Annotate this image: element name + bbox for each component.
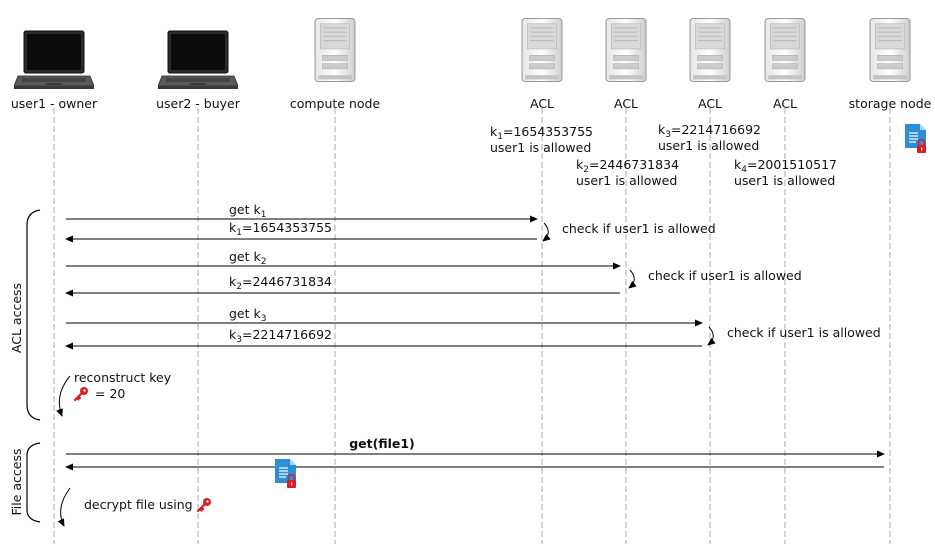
check-permission-label: check if user1 is allowed: [562, 221, 716, 236]
get-share-label: get k2: [229, 249, 266, 267]
file-access-messages: get(file1) decrypt file using: [57, 436, 885, 527]
file-access-bracket: [26, 442, 41, 523]
text-part: get k: [229, 202, 261, 217]
text-part: =2001510517: [747, 157, 837, 172]
share-permission-label: user1 is allowed: [734, 173, 835, 188]
key-icon: [73, 386, 89, 402]
text-part: =2446731834: [242, 274, 332, 289]
actor-label: user1 - owner: [11, 96, 98, 111]
subscript: 2: [583, 165, 589, 175]
subscript: 3: [236, 335, 242, 345]
text-part: =2214716692: [671, 122, 761, 137]
get-file-label: get(file1): [349, 436, 415, 451]
subscript: 2: [261, 257, 267, 267]
text-part: k: [229, 220, 237, 235]
return-share-label: k3=2214716692: [229, 327, 332, 345]
share-permission-label: user1 is allowed: [576, 173, 677, 188]
get-share-label: get k3: [229, 306, 266, 324]
laptop-icon: [14, 30, 94, 90]
subscript: 3: [665, 130, 671, 140]
text-part: k: [490, 124, 498, 139]
reconstruct-label: reconstruct key: [74, 370, 172, 385]
subscript: 3: [261, 314, 267, 324]
actor-label: ACL: [614, 96, 638, 111]
text-part: =1654353755: [242, 220, 332, 235]
server-icon: [869, 17, 911, 83]
subscript: 1: [497, 132, 503, 142]
stored-file-annotation: [905, 124, 927, 154]
server-icon: [605, 17, 647, 83]
acl-access-label: ACL access: [9, 283, 24, 353]
decrypt-arrow: [57, 487, 71, 527]
acl-access-bracket: [26, 209, 41, 421]
return-share-label: k2=2446731834: [229, 274, 332, 292]
actor-label: compute node: [290, 96, 381, 111]
key-share-value: k4=2001510517: [734, 157, 837, 175]
check-permission-label: check if user1 is allowed: [727, 325, 881, 340]
actor-label: storage node: [849, 96, 932, 111]
share-permission-label: user1 is allowed: [658, 138, 759, 153]
text-part: k: [734, 157, 742, 172]
subscript: 2: [236, 282, 242, 292]
actor-label: ACL: [698, 96, 722, 111]
server-icon: [689, 17, 731, 83]
text-part: =2446731834: [589, 157, 679, 172]
text-part: k: [658, 122, 666, 137]
key-share-value: k2=2446731834: [576, 157, 679, 175]
reconstructed-key-value: = 20: [95, 386, 125, 401]
key-share-value: k1=1654353755: [490, 124, 593, 142]
server-icon: [521, 17, 563, 83]
get-share-label: get k1: [229, 202, 266, 220]
server-icon: [314, 17, 356, 83]
key-icon: [196, 497, 212, 513]
subscript: 1: [261, 210, 267, 220]
text-part: k: [229, 327, 237, 342]
encrypted-file-icon: [275, 459, 297, 489]
self-check-arrow: [707, 326, 716, 346]
subscript: 1: [236, 228, 242, 238]
key-share-value: k3=2214716692: [658, 122, 761, 140]
laptop-icon: [158, 30, 238, 90]
lifelines: [53, 108, 891, 544]
encrypted-file-icon: [905, 124, 927, 154]
share-permission-label: user1 is allowed: [490, 140, 591, 155]
text-part: =2214716692: [242, 327, 332, 342]
check-permission-label: check if user1 is allowed: [648, 268, 802, 283]
text-part: get k: [229, 306, 261, 321]
decrypt-label: decrypt file using: [84, 497, 193, 512]
subscript: 4: [741, 165, 747, 175]
reconstruct-arrow: [56, 375, 71, 417]
actor-label: ACL: [773, 96, 797, 111]
self-check-arrow: [628, 269, 637, 289]
actors: user1 - owner user2 - buyer compute node AC…: [11, 17, 932, 111]
text-part: k: [576, 157, 584, 172]
self-check-arrow: [542, 222, 551, 242]
text-part: get k: [229, 249, 261, 264]
file-access-label: File access: [9, 448, 24, 515]
reconstruct-key-step: reconstruct key= 20: [56, 370, 172, 417]
text-part: k: [229, 274, 237, 289]
text-part: =1654353755: [503, 124, 593, 139]
actor-label: user2 - buyer: [156, 96, 241, 111]
server-icon: [764, 17, 806, 83]
actor-label: ACL: [530, 96, 554, 111]
return-share-label: k1=1654353755: [229, 220, 332, 238]
